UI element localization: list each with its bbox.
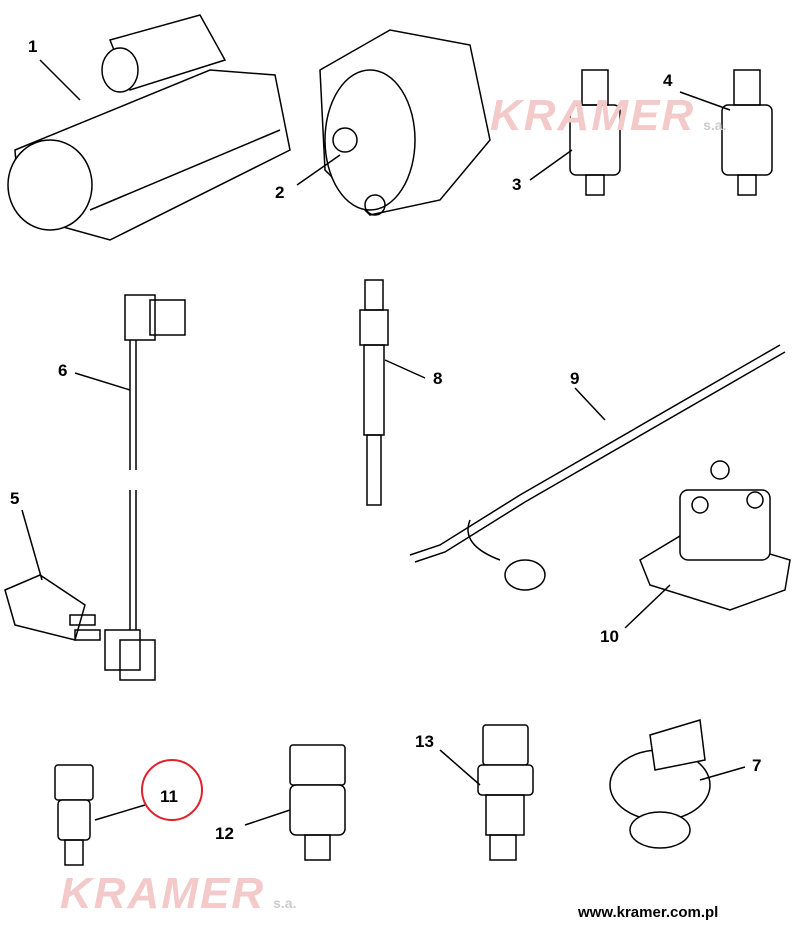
label-8: 8 bbox=[433, 369, 443, 388]
part-sensor-7 bbox=[609, 719, 746, 849]
part-solenoid-3 bbox=[529, 69, 621, 196]
part-relay-10 bbox=[624, 460, 791, 629]
part-solenoid-4 bbox=[679, 69, 773, 196]
part-switch-5 bbox=[4, 509, 101, 641]
label-6: 6 bbox=[58, 361, 68, 380]
label-7: 7 bbox=[752, 756, 762, 775]
label-2: 2 bbox=[275, 183, 285, 202]
label-11: 11 bbox=[160, 787, 178, 806]
watermark-suffix: s.a. bbox=[703, 117, 727, 133]
watermark-brand: KRAMER bbox=[490, 91, 696, 140]
label-4: 4 bbox=[663, 71, 673, 90]
label-10: 10 bbox=[600, 627, 619, 646]
website-link[interactable]: www.kramer.com.pl bbox=[578, 904, 719, 921]
label-9: 9 bbox=[570, 369, 580, 388]
part-sensor-13 bbox=[439, 724, 534, 861]
part-harness-9 bbox=[409, 344, 786, 591]
watermark-brand: KRAMER bbox=[60, 869, 266, 918]
highlight-circle bbox=[141, 759, 203, 821]
part-sensor-11 bbox=[54, 764, 146, 866]
part-sensor-12 bbox=[244, 744, 346, 861]
watermark-bottom: KRAMER s.a. bbox=[60, 872, 296, 916]
label-12: 12 bbox=[215, 824, 234, 843]
part-cable-6 bbox=[74, 294, 186, 681]
watermark: KRAMER s.a. bbox=[490, 94, 726, 138]
part-alternator bbox=[296, 29, 491, 216]
label-3: 3 bbox=[512, 175, 522, 194]
label-1: 1 bbox=[28, 37, 38, 56]
label-13: 13 bbox=[415, 732, 434, 751]
part-starter-motor bbox=[7, 14, 291, 241]
label-5: 5 bbox=[10, 489, 20, 508]
part-glow-plug bbox=[359, 279, 426, 506]
watermark-suffix: s.a. bbox=[273, 895, 297, 911]
